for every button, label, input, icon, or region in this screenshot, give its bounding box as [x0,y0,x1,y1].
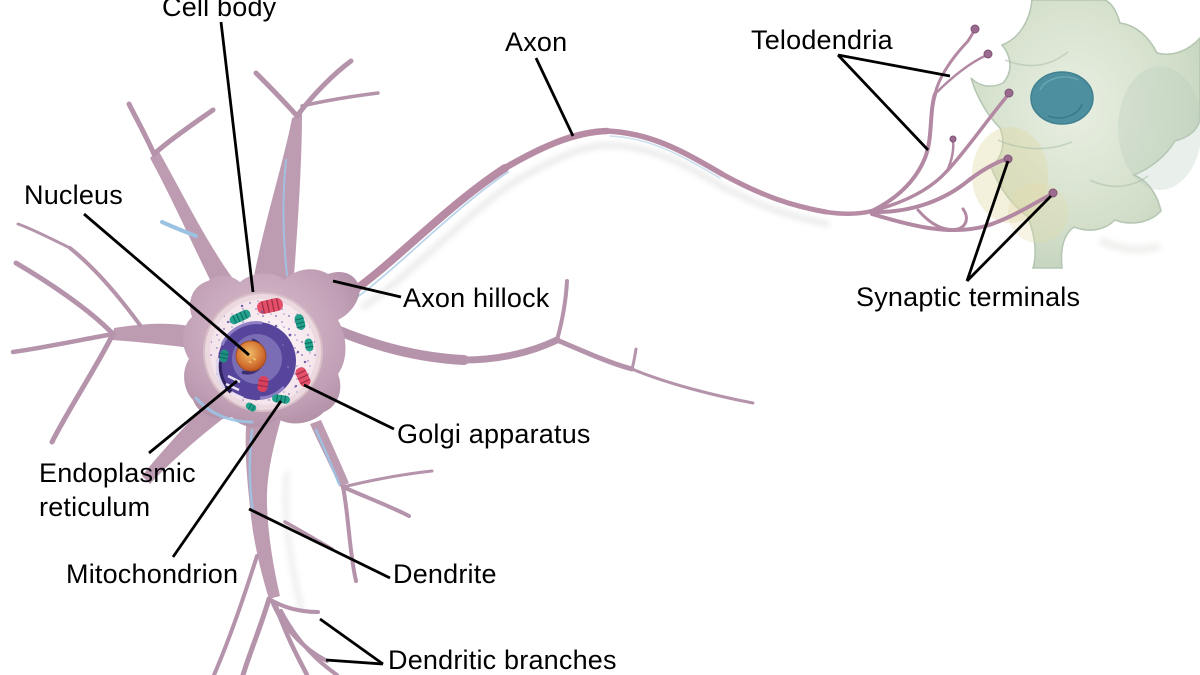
leader-dendritic-branches-2 [325,658,384,666]
target-cell [970,0,1200,269]
leader-synaptic-1 [965,160,1010,282]
leader-er [148,379,238,455]
leader-mitochondrion [171,400,283,558]
leader-golgi [303,383,395,431]
golgi-apparatus-organelles [257,298,311,393]
shadow-layer [282,141,1162,613]
leader-lines [83,21,1052,666]
cell-cutaway [203,292,323,412]
synaptic-terminal-boutons [949,24,1058,198]
label-cell-body: Cell body [162,0,277,22]
nucleolus [235,340,267,372]
label-axon-hillock: Axon hillock [403,283,550,313]
label-mitochondrion: Mitochondrion [66,559,239,589]
leader-dendritic-branches-1 [319,617,384,666]
label-endoplasmic-reticulum: Endoplasmic reticulum [39,458,196,522]
leader-axon-hillock [332,279,402,299]
axon-fiber [348,127,875,299]
leader-cell-body [219,21,255,293]
target-cell-nucleus [1030,71,1094,125]
leader-telodendria-2 [836,54,930,151]
soma-and-dendrites [10,58,755,675]
label-axon: Axon [505,27,568,57]
label-dendritic-branches: Dendritic branches [388,645,617,675]
leader-dendrite [248,507,391,580]
leader-axon [534,57,575,137]
leader-telodendria-1 [837,53,951,78]
cytoplasm-speckles [226,304,307,388]
leader-nucleus [83,212,250,357]
label-nucleus: Nucleus [24,180,123,210]
label-dendrite: Dendrite [393,559,497,589]
mitochondria-organelles [219,309,314,412]
label-telodendria: Telodendria [751,25,893,55]
label-golgi-apparatus: Golgi apparatus [397,419,591,449]
leader-synaptic-2 [966,195,1052,282]
label-synaptic-terminals: Synaptic terminals [856,282,1081,312]
